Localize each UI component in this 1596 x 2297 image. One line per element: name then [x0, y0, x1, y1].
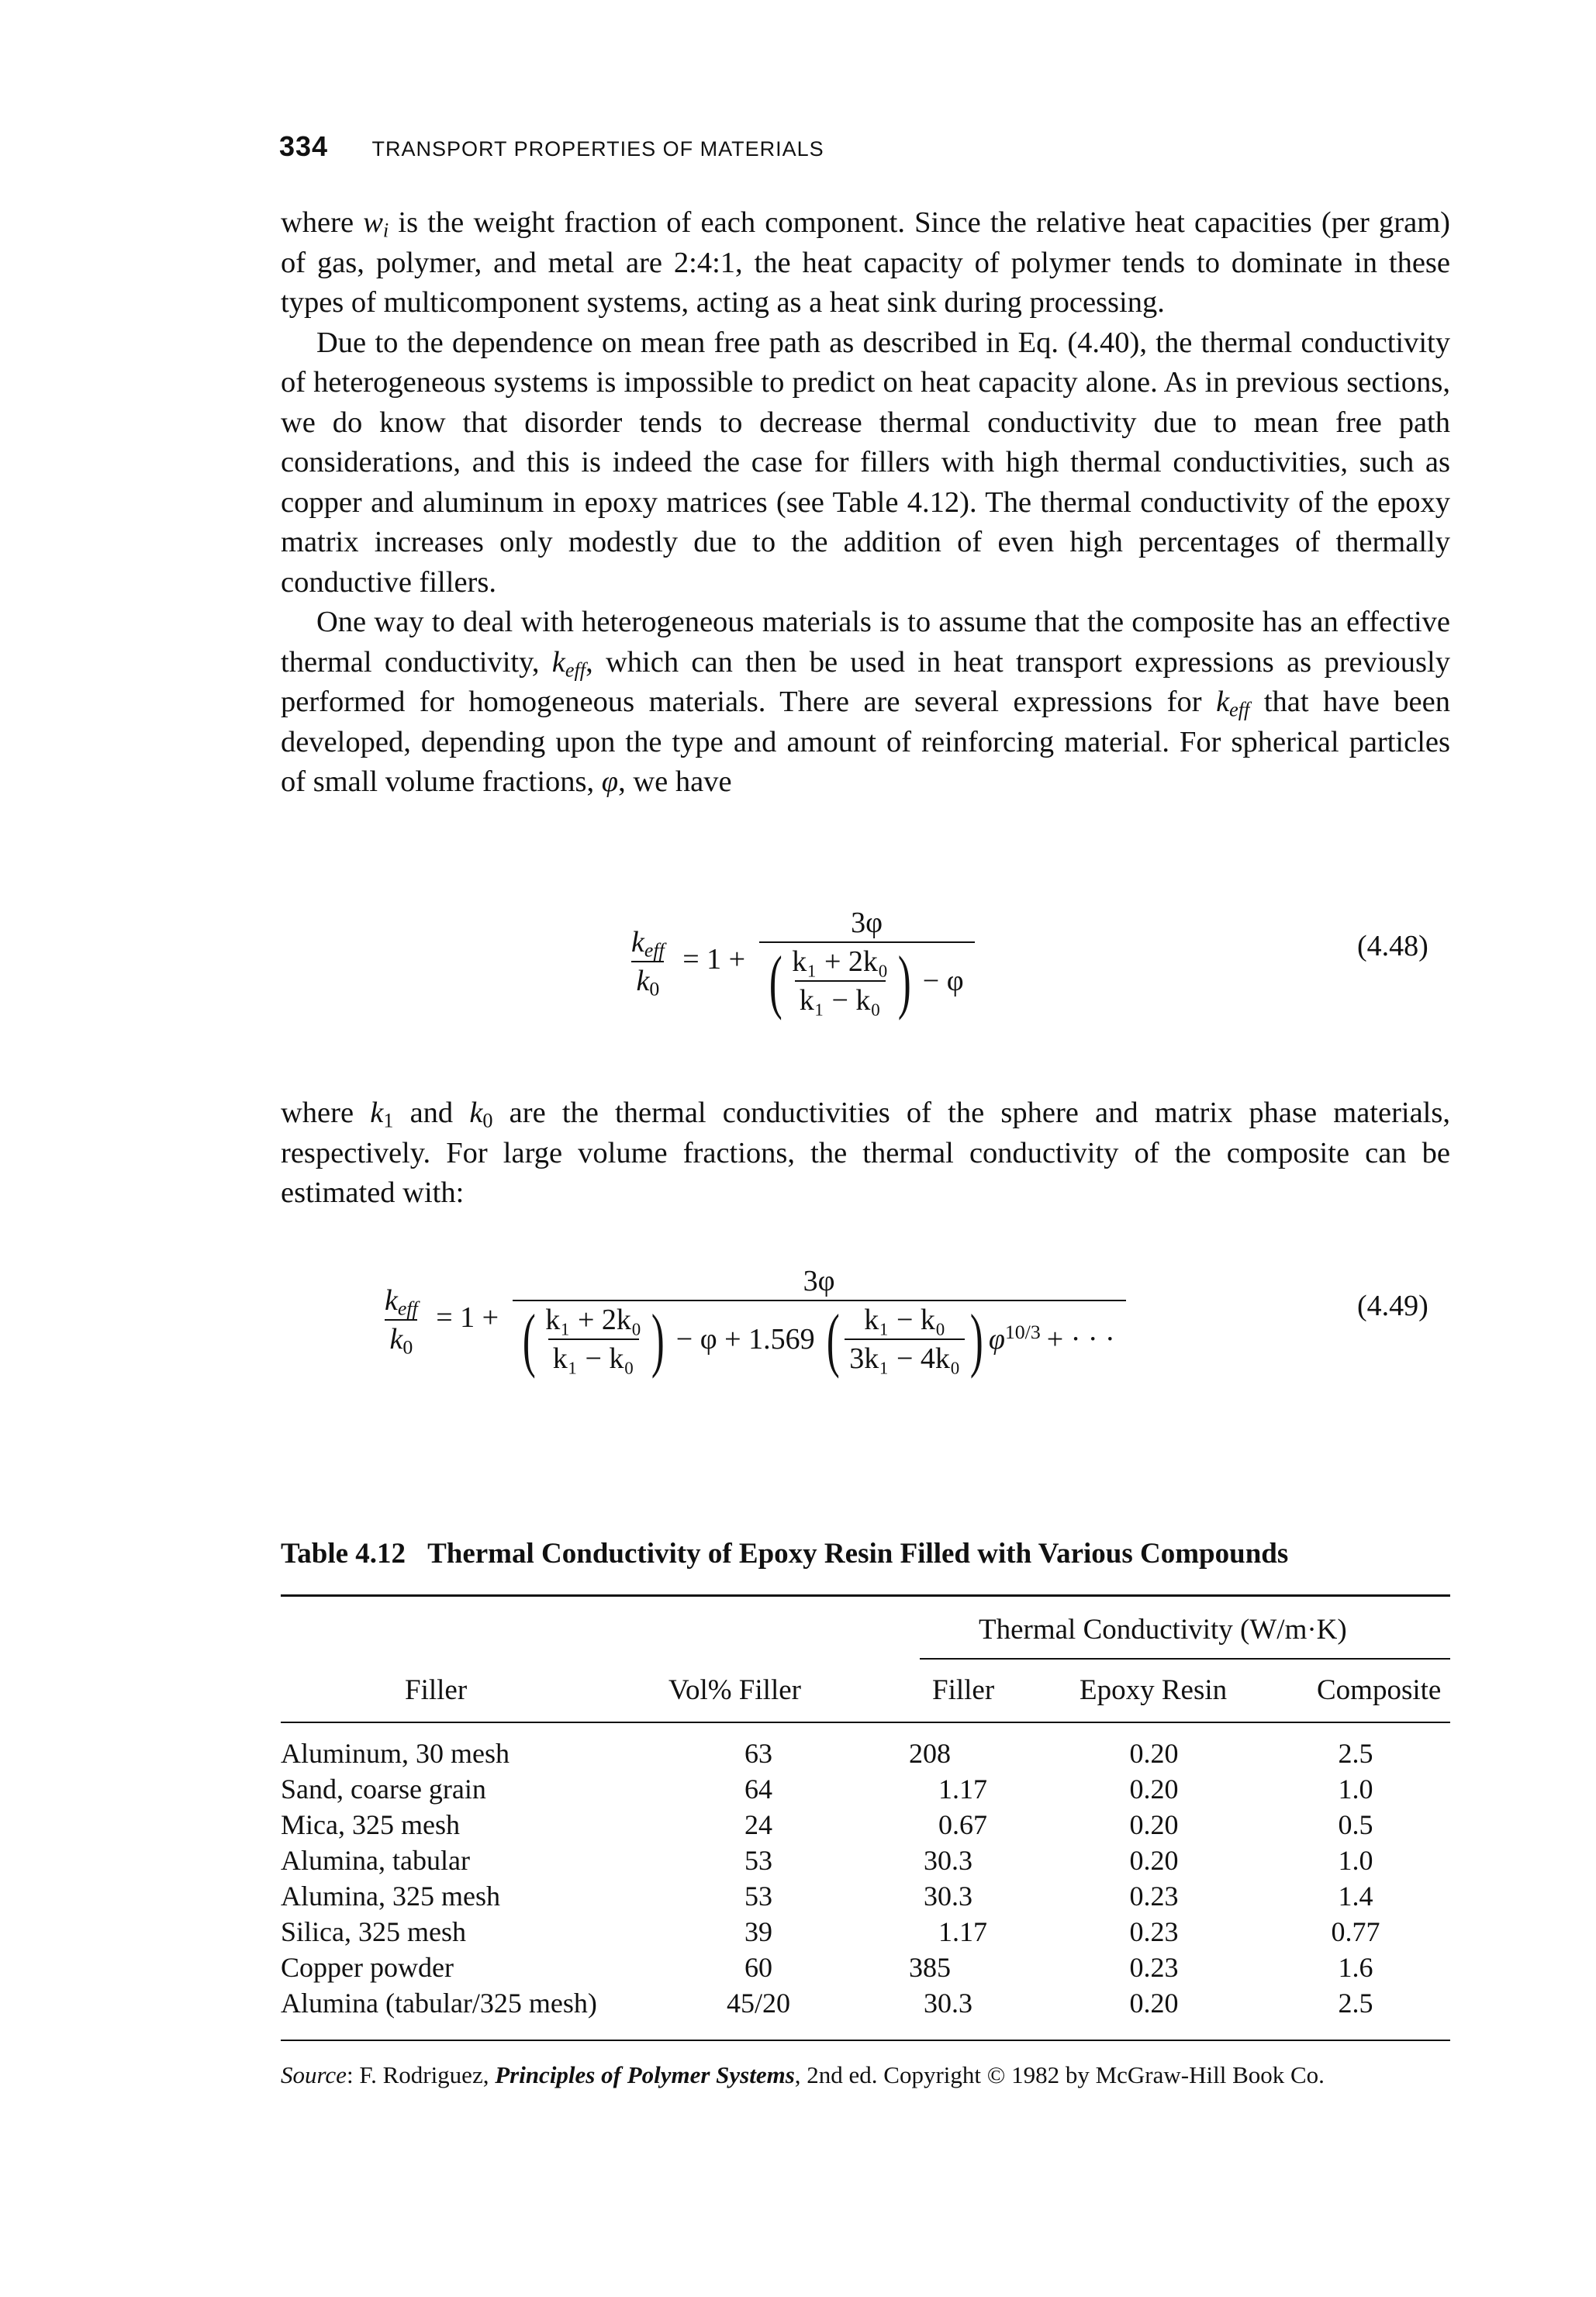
table-cell-value: 0.20 — [1129, 1988, 1179, 2019]
paragraph-sphere-matrix: where k1 and k0 are the thermal conducti… — [281, 1097, 1450, 1209]
table-header-filler-name: Filler — [405, 1674, 468, 1706]
eq448-main-fraction: 3φ ( k₁ + 2k₀ k₁ − k₀ ) − φ — [758, 906, 975, 1017]
body-text-middle: where k1 and k0 are the thermal conducti… — [281, 1093, 1450, 1214]
equation-4-48: keff k0 = 1 + 3φ ( k₁ + 2k₀ k₁ − k₀ ) − … — [627, 906, 975, 1017]
table-cell-value: 53 — [744, 1845, 772, 1876]
eq448-minus-phi: − φ — [922, 965, 964, 997]
table-cell-value: 0.23 — [1129, 1881, 1179, 1912]
table-cell-value: 2.5 — [1338, 1738, 1373, 1769]
table-group-header: Thermal Conductivity (W/m·K) — [979, 1614, 1347, 1646]
table-title: Thermal Conductivity of Epoxy Resin Fill… — [427, 1538, 1289, 1570]
table-cell-value: 0.23 — [1129, 1916, 1179, 1947]
table-cell-value: 60 — [744, 1952, 772, 1983]
table-cell-filler: Mica, 325 mesh — [281, 1809, 460, 1840]
table-cell-value: 1.17 — [938, 1774, 987, 1805]
table-cell-filler: Alumina, 325 mesh — [281, 1881, 500, 1912]
table-cell-value: 1.0 — [1338, 1774, 1373, 1805]
table-header-vol-filler: Vol% Filler — [668, 1674, 801, 1706]
table-cell-value: 24 — [744, 1809, 772, 1840]
table-cell-value: 30.3 — [924, 1988, 972, 2019]
table-cell-value: 30.3 — [924, 1881, 972, 1912]
table-cell-value: 1.4 — [1338, 1881, 1373, 1912]
eq449-inner1-numerator: k₁ + 2k₀ — [545, 1304, 642, 1336]
table-cell-value: 1.17 — [938, 1916, 987, 1947]
table-cell-value: 0.20 — [1129, 1774, 1179, 1805]
table-header-filler-k: Filler — [932, 1674, 995, 1706]
table-cell-value: 0.23 — [1129, 1952, 1179, 1983]
table-cell-value: 64 — [744, 1774, 772, 1805]
table-cell-filler: Silica, 325 mesh — [281, 1916, 466, 1947]
equation-4-49: keff k0 = 1 + 3φ ( k₁ + 2k₀ k₁ − k₀ ) − … — [380, 1264, 1126, 1376]
page-number: 334 — [279, 130, 329, 162]
eq449-equals-one-plus: = 1 + — [436, 1300, 499, 1334]
eq449-tail: φ10/3+ · · · — [988, 1321, 1115, 1356]
table-cell-filler: Aluminum, 30 mesh — [281, 1738, 510, 1769]
eq449-main-fraction: 3φ ( k₁ + 2k₀ k₁ − k₀ ) − φ + 1.569 ( k₁… — [512, 1264, 1126, 1376]
table-cell-value: 53 — [744, 1881, 772, 1912]
table-cell-value: 1.0 — [1338, 1845, 1373, 1876]
table-cell-value: 0.20 — [1129, 1738, 1179, 1769]
table-cell-filler: Sand, coarse grain — [281, 1774, 486, 1805]
table-cell-value: 0.20 — [1129, 1809, 1179, 1840]
table-caption: Table 4.12 Thermal Conductivity of Epoxy … — [281, 1537, 1288, 1570]
table-cell-value: 0.20 — [1129, 1845, 1179, 1876]
table-group-rule — [920, 1658, 1450, 1660]
paragraph-weight-fraction: where wi is the weight fraction of each … — [281, 206, 1450, 319]
table-cell-value: 1.6 — [1338, 1952, 1373, 1983]
eq449-lhs-fraction: keff k0 — [385, 1284, 418, 1359]
equation-number-4-49: (4.49) — [1357, 1290, 1428, 1322]
running-header: 334 TRANSPORT PROPERTIES OF MATERIALS — [279, 130, 824, 163]
table-cell-value: 63 — [744, 1738, 772, 1769]
running-title: TRANSPORT PROPERTIES OF MATERIALS — [371, 137, 824, 161]
table-top-rule — [281, 1594, 1450, 1597]
eq448-equals-one-plus: = 1 + — [682, 942, 746, 976]
table-cell-value: 39 — [744, 1916, 772, 1947]
table-cell-filler: Alumina (tabular/325 mesh) — [281, 1988, 597, 2019]
eq449-middle-terms: − φ + 1.569 — [675, 1323, 815, 1356]
equation-number-4-48: (4.48) — [1357, 930, 1428, 962]
table-cell-value: 0.77 — [1331, 1916, 1380, 1947]
table-cell-filler: Copper powder — [281, 1952, 454, 1983]
paragraph-mean-free-path: Due to the dependence on mean free path … — [281, 326, 1450, 599]
table-bottom-rule — [281, 2040, 1450, 2041]
eq449-numerator: 3φ — [803, 1265, 835, 1297]
eq448-inner-numerator: k₁ + 2k₀ — [792, 945, 889, 978]
table-cell-value: 30.3 — [924, 1845, 972, 1876]
table-header-epoxy-resin: Epoxy Resin — [1080, 1674, 1228, 1706]
paragraph-effective-conductivity: One way to deal with heterogeneous mater… — [281, 606, 1450, 798]
table-header-rule — [281, 1722, 1450, 1723]
table-source-note: Source: F. Rodriguez, Principles of Poly… — [281, 2061, 1325, 2088]
eq448-inner-denominator: k₁ − k₀ — [794, 980, 886, 1017]
table-cell-filler: Alumina, tabular — [281, 1845, 470, 1876]
table-cell-value: 45/20 — [726, 1988, 790, 2019]
eq449-inner2-denominator: 3k₁ − 4k₀ — [845, 1338, 966, 1376]
table-cell-value: 0.5 — [1338, 1809, 1373, 1840]
table-cell-value: 385 — [909, 1952, 951, 1983]
eq448-lhs-fraction: keff k0 — [631, 926, 665, 1000]
table-cell-value: 208 — [909, 1738, 951, 1769]
eq448-numerator: 3φ — [851, 907, 883, 939]
table-header-composite: Composite — [1317, 1674, 1442, 1706]
eq449-inner1-denominator: k₁ − k₀ — [548, 1338, 639, 1376]
table-cell-value: 2.5 — [1338, 1988, 1373, 2019]
table-cell-value: 0.67 — [938, 1809, 987, 1840]
table-label: Table 4.12 — [281, 1538, 406, 1570]
body-text-top: where wi is the weight fraction of each … — [281, 203, 1450, 803]
eq449-inner2-numerator: k₁ − k₀ — [864, 1304, 946, 1336]
